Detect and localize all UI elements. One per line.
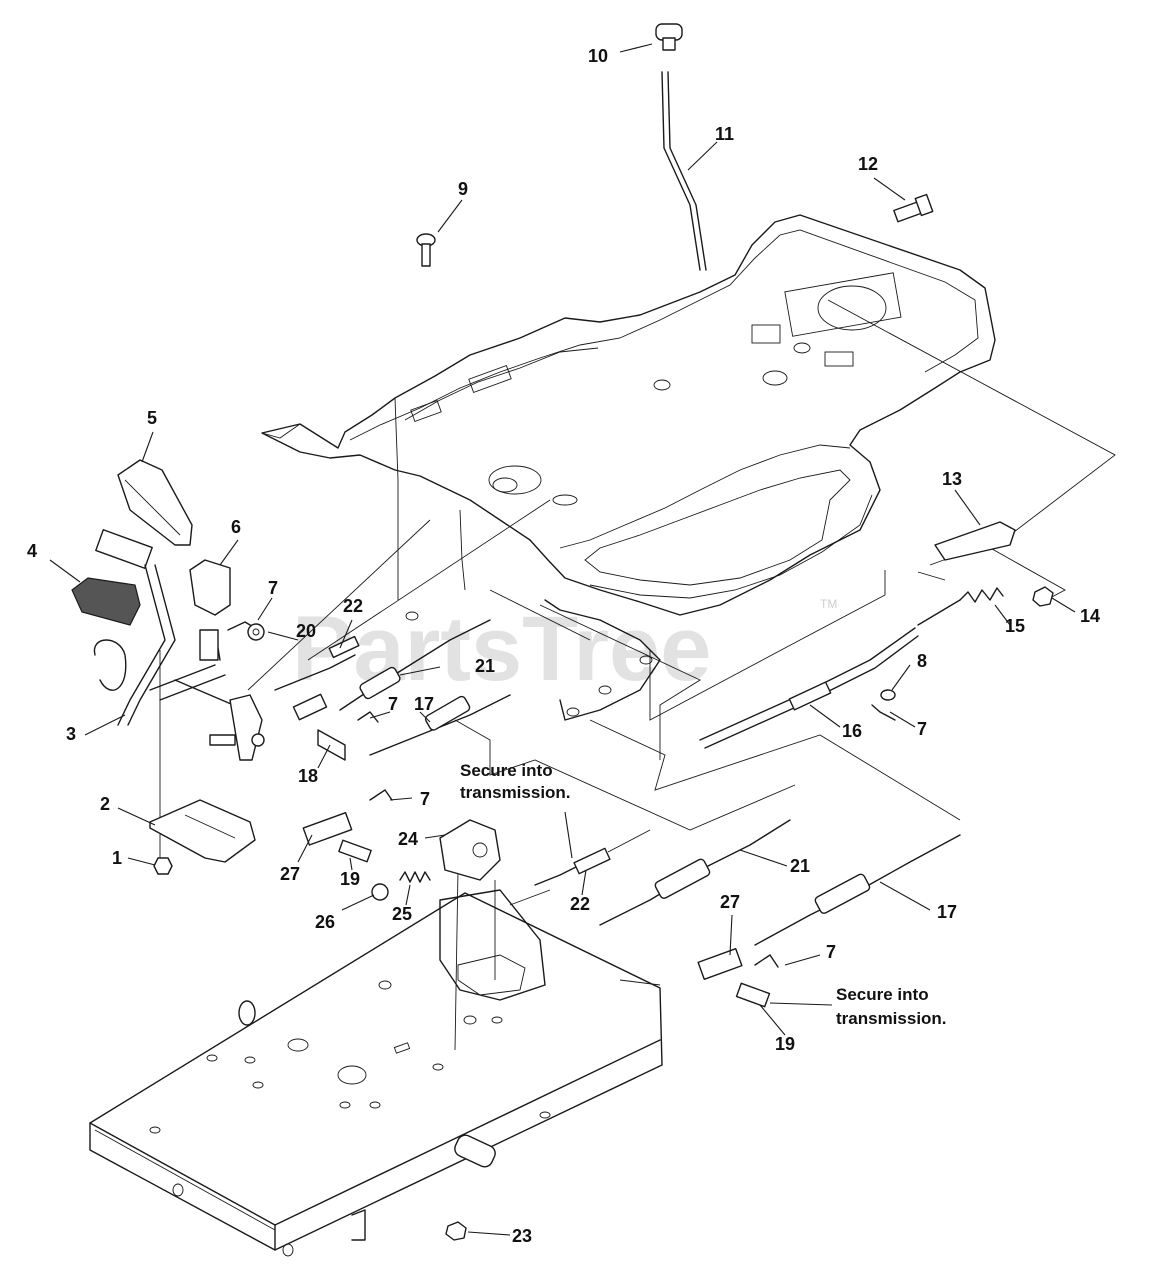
part-24-bracket xyxy=(439,819,501,881)
callout-5: 5 xyxy=(147,408,157,428)
callout-15: 15 xyxy=(1005,616,1025,636)
part-18-pin xyxy=(292,693,346,761)
part-9-bolt xyxy=(416,233,436,267)
callout-22b: 22 xyxy=(570,894,590,914)
callout-16: 16 xyxy=(842,721,862,741)
part-21-cable-a xyxy=(339,619,491,711)
callout-19a: 19 xyxy=(340,869,360,889)
callout-labels: 10 11 12 9 5 6 4 7 20 22 21 7 17 3 18 2 … xyxy=(27,46,1100,1246)
callout-26: 26 xyxy=(315,912,335,932)
callout-19b: 19 xyxy=(775,1034,795,1054)
callout-7d: 7 xyxy=(826,942,836,962)
part-13-bracket xyxy=(934,521,1016,561)
leader-lines xyxy=(49,43,1076,1236)
part-12-bolt xyxy=(893,193,934,223)
part-17-cable-b xyxy=(754,834,961,946)
callout-4: 4 xyxy=(27,541,37,561)
callout-8: 8 xyxy=(917,651,927,671)
part-6-bracket xyxy=(189,559,231,616)
part-7-clip-c xyxy=(369,789,393,801)
part-7-clip-b xyxy=(357,711,379,723)
part-8-washer xyxy=(880,689,896,701)
note-lower-line-1: Secure into xyxy=(836,985,929,1004)
callout-2: 2 xyxy=(100,794,110,814)
part-2-bracket xyxy=(149,799,256,863)
callout-12: 12 xyxy=(858,154,878,174)
callout-7a: 7 xyxy=(268,578,278,598)
part-5-pedal-pad xyxy=(117,459,193,546)
callout-14: 14 xyxy=(1080,606,1100,626)
part-25-spring xyxy=(399,871,431,883)
callout-13: 13 xyxy=(942,469,962,489)
callout-10: 10 xyxy=(588,46,608,66)
part-4-pedal-pad xyxy=(71,577,141,626)
part-16-rod xyxy=(699,627,919,749)
watermark: PartsTree xyxy=(292,598,711,700)
callout-3: 3 xyxy=(66,724,76,744)
note-lower: Secure into transmission. xyxy=(836,985,947,1028)
callout-7b: 7 xyxy=(388,694,398,714)
note-upper-line-1: Secure into xyxy=(460,761,553,780)
callout-9: 9 xyxy=(458,179,468,199)
part-21-cable-b xyxy=(599,819,791,926)
callout-25: 25 xyxy=(392,904,412,924)
part-14-nut xyxy=(1032,586,1054,607)
part-11-rod xyxy=(661,71,707,271)
callout-7e: 7 xyxy=(917,719,927,739)
part-27-clevis-a xyxy=(302,811,353,846)
callout-21b: 21 xyxy=(790,856,810,876)
callout-21a: 21 xyxy=(475,656,495,676)
part-22-cable-end-a xyxy=(274,635,360,691)
note-lower-line-2: transmission. xyxy=(836,1009,947,1028)
callout-17b: 17 xyxy=(937,902,957,922)
part-1-nut xyxy=(153,857,173,875)
part-17-cable-a xyxy=(369,694,511,756)
part-10-knob xyxy=(655,23,683,51)
part-19-pin-a xyxy=(338,839,372,863)
part-20-washer xyxy=(247,623,265,641)
assembly-lines xyxy=(159,299,1116,1051)
watermark-trademark: TM xyxy=(820,597,837,611)
callout-17a: 17 xyxy=(414,694,434,714)
part-26-nut xyxy=(371,883,389,901)
callout-27b: 27 xyxy=(720,892,740,912)
part-3-pedal-assembly xyxy=(93,529,265,761)
part-19-pin-b xyxy=(735,982,771,1008)
callout-23: 23 xyxy=(512,1226,532,1246)
callout-27a: 27 xyxy=(280,864,300,884)
part-15-spring xyxy=(917,587,1004,626)
callout-18: 18 xyxy=(298,766,318,786)
part-22-cable-end-b xyxy=(534,829,651,886)
transmission-housing xyxy=(89,889,663,1257)
callout-22a: 22 xyxy=(343,596,363,616)
callout-1: 1 xyxy=(112,848,122,868)
part-27-clevis-b xyxy=(697,948,743,980)
note-upper: Secure into transmission. xyxy=(460,761,571,802)
callout-6: 6 xyxy=(231,517,241,537)
part-23-nut xyxy=(445,1221,467,1241)
callout-11: 11 xyxy=(715,124,734,144)
callout-7c: 7 xyxy=(420,789,430,809)
part-7-clip-d xyxy=(754,954,779,968)
frame xyxy=(261,214,996,721)
callout-24: 24 xyxy=(398,829,418,849)
callout-20: 20 xyxy=(296,621,316,641)
note-upper-line-2: transmission. xyxy=(460,783,571,802)
part-7-clip-e xyxy=(871,704,896,721)
